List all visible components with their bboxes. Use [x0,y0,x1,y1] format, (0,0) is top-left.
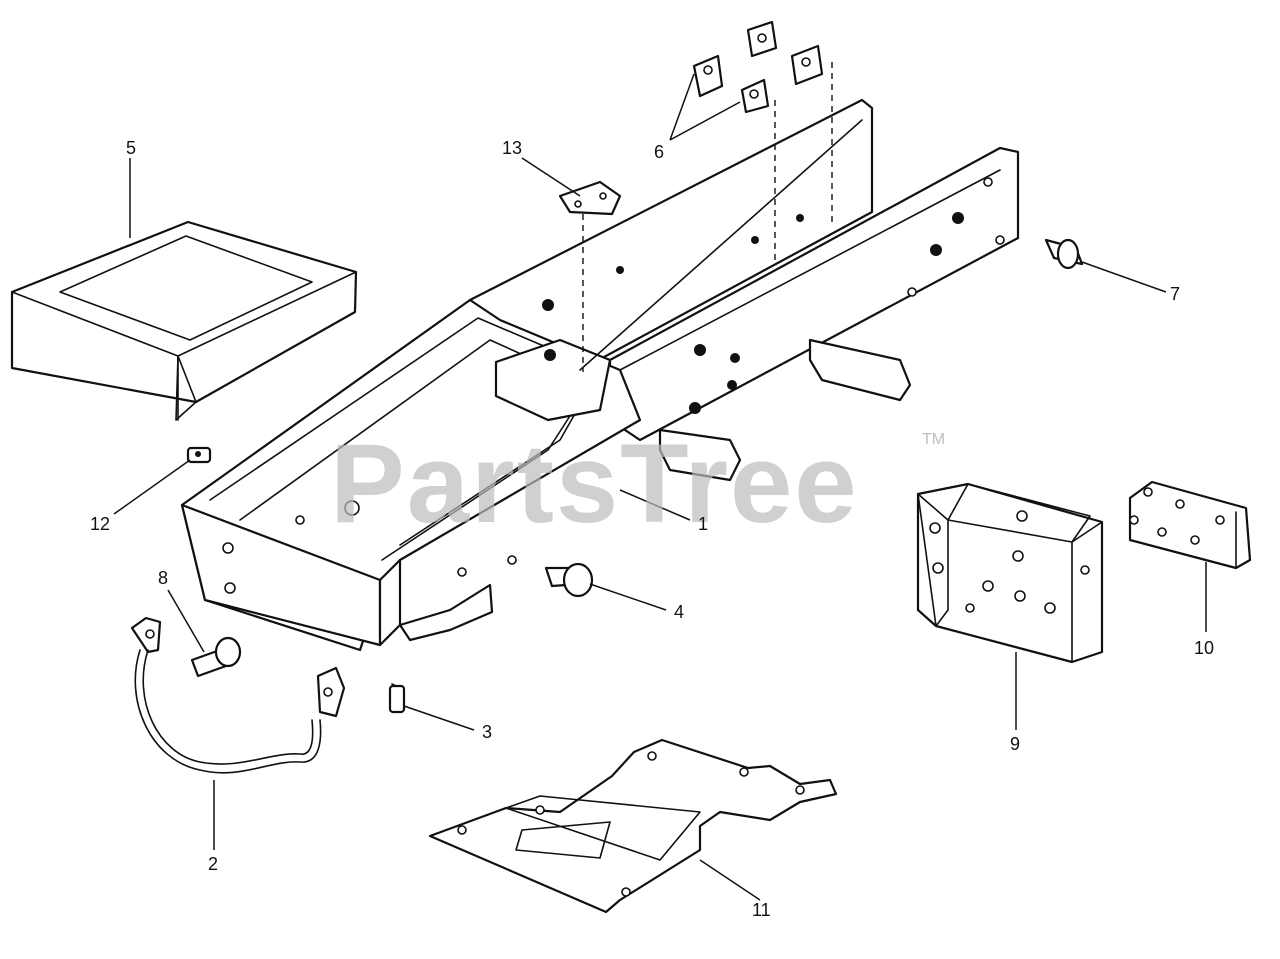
watermark-trademark: TM [922,431,945,448]
callout-4: 4 [674,602,684,622]
callout-2: 2 [208,854,218,874]
part-11-floor-plate [428,738,838,914]
part-3-spring [388,683,406,714]
watermark: PartsTree TM [330,421,945,546]
callout-9: 9 [1010,734,1020,754]
part-6-bracket-b [740,78,770,114]
callout-12: 12 [90,514,110,534]
part-12-clip [186,446,212,464]
leader-lines [113,73,1207,901]
part-13-bracket [558,180,622,372]
part-4-pin [544,562,594,598]
part-6-bracket-a [692,54,724,98]
part-10-side-bracket [1128,480,1252,570]
part-9-mounting-plate [916,482,1104,664]
callout-11: 11 [752,900,771,920]
callout-1: 1 [698,514,708,534]
watermark-brand: PartsTree [330,421,859,546]
part-6-bracket-set [692,20,833,262]
callout-labels: 5 13 6 7 1 4 3 8 2 12 9 10 11 [90,138,1214,920]
part-1-main-frame [180,98,1020,652]
part-6-bracket-c [746,20,778,58]
part-6-bracket-d [790,44,824,86]
callout-7: 7 [1170,284,1180,304]
callout-5: 5 [126,138,136,158]
callout-10: 10 [1194,638,1214,658]
callout-3: 3 [482,722,492,742]
callout-13: 13 [502,138,522,158]
part-2-link-rod [130,616,346,774]
part-8-bolt [190,636,242,678]
part-7-bushing [1044,238,1084,270]
callout-8: 8 [158,568,168,588]
callout-6: 6 [654,142,664,162]
part-5-hood-panel [10,220,358,421]
